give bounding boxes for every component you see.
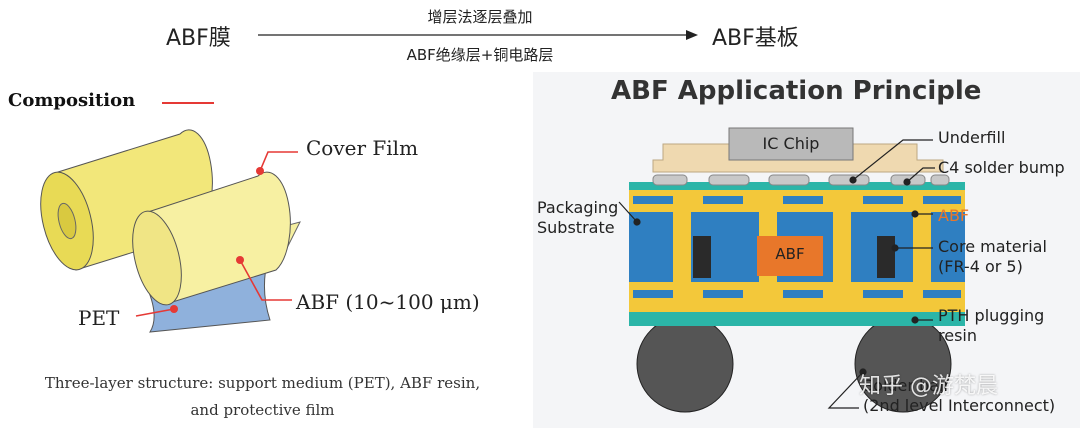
substrate-bottom-layer bbox=[629, 312, 965, 326]
label-pet: PET bbox=[78, 306, 120, 330]
composition-title: Composition bbox=[8, 90, 136, 111]
cover-film-roll-front bbox=[147, 171, 291, 305]
process-arrow bbox=[258, 30, 698, 40]
label-abf: ABF bbox=[938, 206, 970, 225]
via-columns bbox=[673, 212, 931, 282]
pth-resin-right bbox=[877, 236, 895, 278]
pointer-cover-film bbox=[256, 151, 298, 175]
label-c4-solder-bump: C4 solder bump bbox=[938, 158, 1065, 177]
copper-traces bbox=[633, 196, 961, 298]
label-core-material-line2: (FR-4 or 5) bbox=[938, 257, 1023, 276]
label-packaging-line2: Substrate bbox=[537, 218, 615, 237]
pointer-abf bbox=[236, 256, 292, 301]
leader-lines bbox=[618, 139, 935, 409]
composition-caption: Three-layer structure: support medium (P… bbox=[0, 370, 525, 424]
caption-line-2: and protective film bbox=[190, 401, 335, 419]
process-to: ABF基板 bbox=[712, 26, 799, 51]
pth-resin-left bbox=[693, 236, 711, 278]
process-from: ABF膜 bbox=[166, 26, 231, 51]
label-underfill: Underfill bbox=[938, 128, 1006, 147]
core-abf-label: ABF bbox=[775, 245, 805, 263]
core-abf-block bbox=[757, 236, 823, 276]
label-solder-ball-line2: (2nd level Interconnect) bbox=[863, 396, 1056, 415]
label-abf: ABF (10~100 μm) bbox=[296, 290, 480, 314]
label-pth-line1: PTH plugging bbox=[938, 306, 1045, 325]
ic-chip-label: IC Chip bbox=[762, 134, 820, 153]
pointer-pet bbox=[135, 305, 178, 317]
caption-line-1: Three-layer structure: support medium (P… bbox=[44, 374, 481, 392]
label-core-material: Core material (FR-4 or 5) bbox=[938, 237, 1047, 277]
substrate-top-layer bbox=[629, 182, 965, 190]
label-packaging-line1: Packaging bbox=[537, 198, 619, 217]
process-row: ABF膜 增层法逐层叠加 ABF绝缘层+铜电路层 ABF基板 bbox=[0, 0, 1080, 70]
label-cover-film: Cover Film bbox=[306, 136, 419, 160]
ic-chip bbox=[728, 127, 854, 161]
process-step-above: 增层法逐层叠加 bbox=[427, 8, 533, 26]
label-core-material-line1: Core material bbox=[938, 237, 1047, 256]
application-panel: ABF Application Principle bbox=[533, 72, 1080, 428]
composition-title-line bbox=[162, 102, 214, 104]
solder-ball-left bbox=[636, 315, 734, 413]
label-packaging-substrate: Packaging Substrate bbox=[537, 198, 618, 238]
composition-diagram bbox=[40, 129, 301, 333]
package-cross-section bbox=[618, 127, 965, 413]
process-step-below: ABF绝缘层+铜电路层 bbox=[406, 46, 554, 64]
label-solder-ball: Solder ball (2nd level Interconnect) bbox=[863, 376, 1077, 416]
application-title: ABF Application Principle bbox=[611, 76, 982, 106]
watermark: 知乎 @游梵晨 bbox=[859, 374, 998, 399]
label-pth-plugging-resin: PTH plugging resin bbox=[938, 306, 1044, 346]
composition-panel: Composition Cover Film ABF (10~100 μm) P… bbox=[0, 72, 525, 428]
label-pth-line2: resin bbox=[938, 326, 977, 345]
label-solder-ball-line1: Solder ball bbox=[863, 376, 948, 395]
